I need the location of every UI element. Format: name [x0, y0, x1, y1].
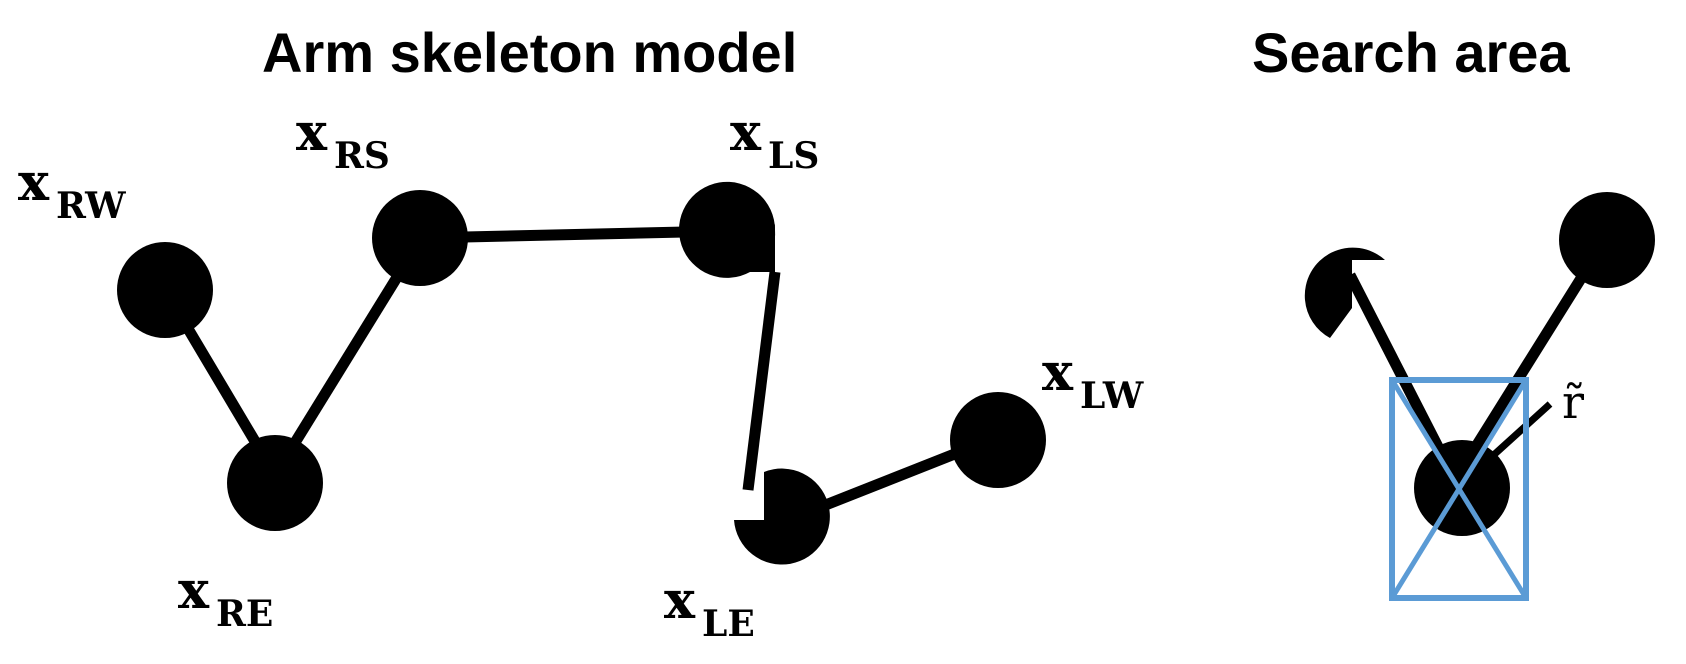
search-box-rect — [1389, 377, 1529, 601]
label-re: x RE — [178, 560, 273, 635]
label-ls-main: x — [730, 102, 762, 163]
joint-left-elbow — [734, 468, 830, 565]
joint-right-shoulder — [372, 190, 468, 286]
label-rw-main: x — [18, 152, 50, 213]
label-lw: x LW — [1042, 342, 1144, 417]
joint-right-elbow — [227, 435, 323, 531]
search-area-joints — [1304, 192, 1655, 536]
joint-right-wrist — [117, 242, 213, 338]
label-re-sub: RE — [216, 593, 273, 635]
label-lw-sub: LW — [1080, 375, 1144, 417]
label-rs-sub: RS — [334, 135, 390, 177]
joint-left-shoulder — [679, 181, 776, 278]
label-rw-sub: RW — [56, 185, 126, 227]
search-joint-partial — [1304, 247, 1385, 338]
label-ls-sub: LS — [768, 135, 819, 177]
search-box — [1389, 377, 1529, 601]
label-rw: x RW — [18, 152, 126, 227]
label-rs-main: x — [296, 102, 328, 163]
label-le-main: x — [664, 570, 696, 631]
arm-skeleton-joints — [117, 181, 1046, 565]
search-joint-top-right — [1559, 192, 1655, 288]
label-ls: x LS — [730, 102, 819, 177]
label-le: x LE — [664, 570, 755, 645]
label-re-main: x — [178, 560, 210, 621]
label-lw-main: x — [1042, 342, 1074, 403]
search-box-diagonal-2 — [1389, 378, 1529, 600]
title-arm-skeleton-model: Arm skeleton model — [262, 21, 797, 84]
label-radius: r̃ — [1562, 375, 1584, 429]
bone-left-upper-arm — [742, 271, 781, 491]
label-le-sub: LE — [702, 603, 755, 645]
search-bone-right — [1450, 237, 1610, 483]
joint-left-wrist — [950, 392, 1046, 488]
label-rs: x RS — [296, 102, 390, 177]
title-search-area: Search area — [1252, 21, 1570, 84]
